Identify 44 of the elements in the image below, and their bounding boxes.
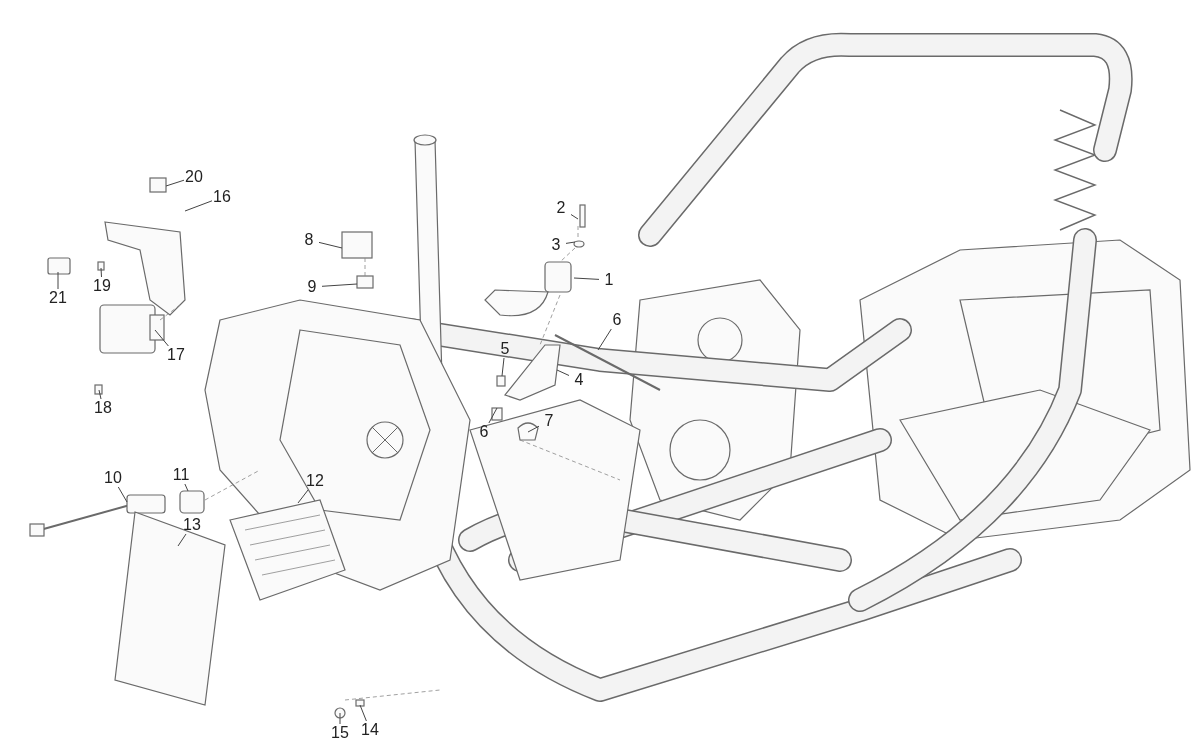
callout-number: 7: [537, 411, 561, 431]
leader-line: [184, 200, 213, 212]
leader-line: [117, 486, 128, 503]
leader-line: [556, 369, 570, 376]
callout-number: 1: [597, 270, 621, 290]
leader-line: [297, 489, 309, 504]
leader-line: [177, 533, 187, 547]
leader-line: [570, 214, 579, 220]
leader-line: [359, 704, 367, 722]
leader-line: [184, 483, 189, 492]
callout-number: 12: [303, 471, 327, 491]
callout-number: 11: [169, 465, 193, 485]
callout-number: 9: [300, 277, 324, 297]
callout-number: 10: [101, 468, 125, 488]
callout-number: 19: [90, 276, 114, 296]
callout-number: 16: [210, 187, 234, 207]
callout-number: 13: [180, 515, 204, 535]
leader-line: [527, 425, 540, 433]
leader-line: [165, 179, 185, 187]
leader-line: [339, 712, 341, 725]
leader-line: [488, 407, 498, 424]
leader-line: [154, 329, 169, 347]
callout-number: 8: [297, 230, 321, 250]
leader-line: [501, 357, 505, 377]
callout-number: 6: [472, 422, 496, 442]
callout-number: 5: [493, 339, 517, 359]
leader-line: [98, 389, 102, 400]
callout-number: 2: [549, 198, 573, 218]
leader-line: [597, 328, 612, 351]
callout-number: 6: [605, 310, 629, 330]
callout-number: 18: [91, 398, 115, 418]
callout-number: 15: [328, 723, 352, 743]
leader-line: [573, 277, 600, 280]
leader-line: [57, 271, 59, 290]
callout-number: 17: [164, 345, 188, 365]
callout-number: 20: [182, 167, 206, 187]
leader-line: [318, 241, 343, 249]
leader-line: [321, 283, 358, 287]
callout-number: 14: [358, 720, 382, 740]
leader-line: [565, 241, 576, 244]
callout-number: 3: [544, 235, 568, 255]
callout-number: 4: [567, 370, 591, 390]
leader-line: [100, 267, 102, 278]
callout-number: 21: [46, 288, 70, 308]
